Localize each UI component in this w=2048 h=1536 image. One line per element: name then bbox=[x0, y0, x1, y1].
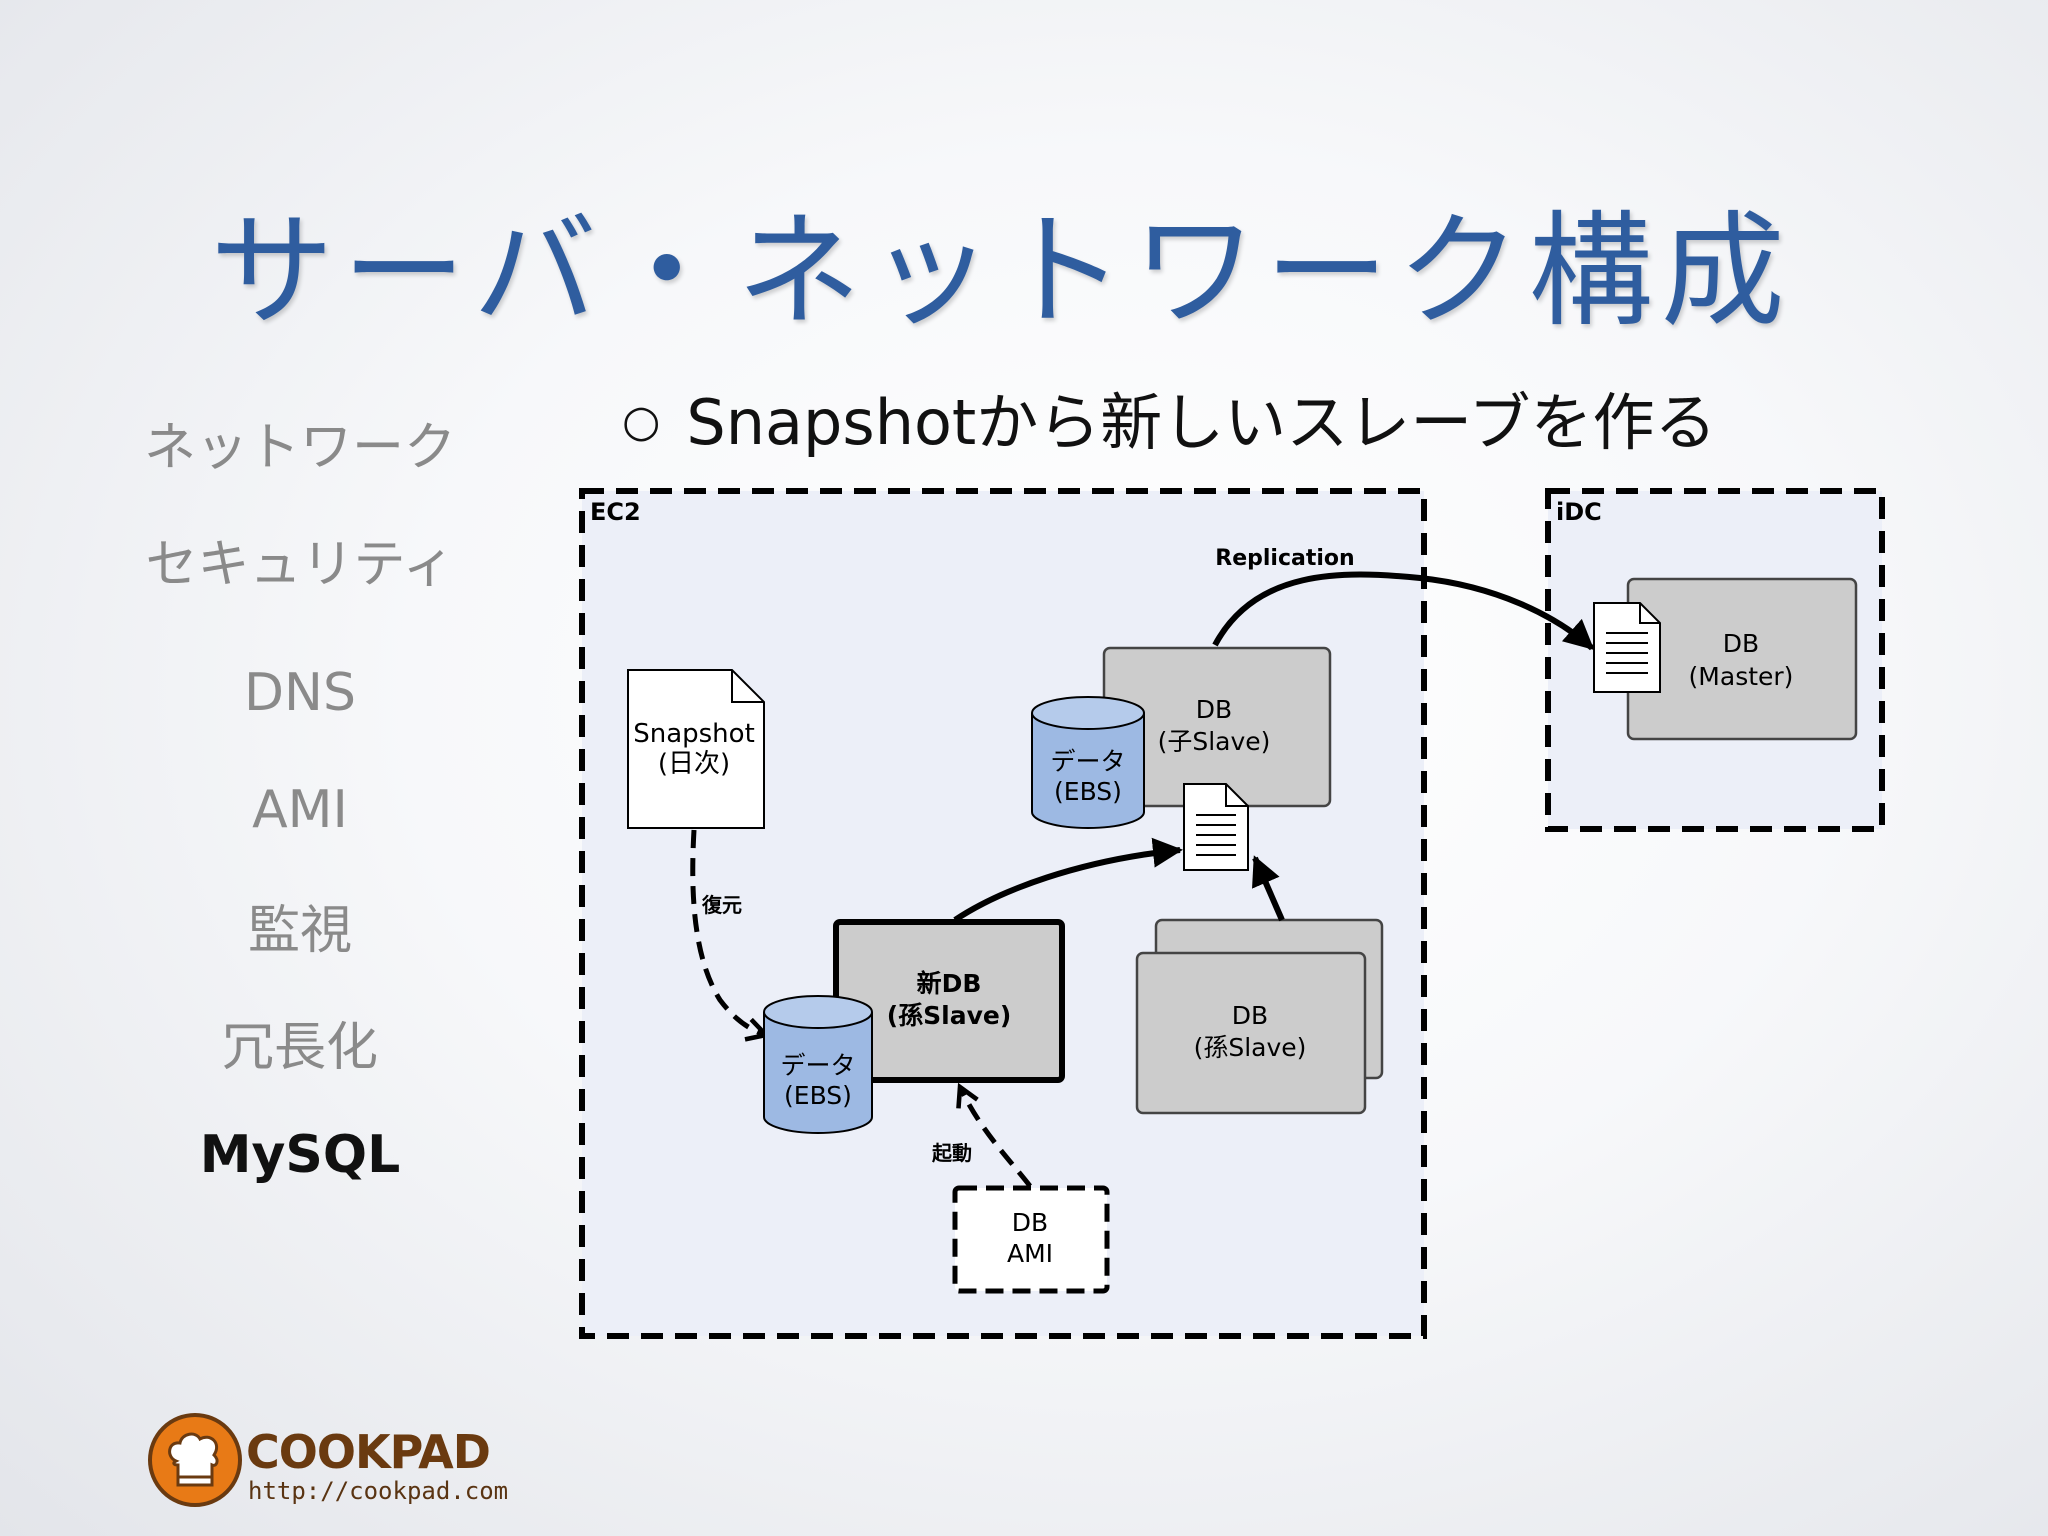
chef-hat-icon bbox=[148, 1413, 242, 1507]
ec2-label: EC2 bbox=[590, 498, 641, 526]
logo-url: http://cookpad.com bbox=[248, 1477, 509, 1505]
bullet-text: Snapshotから新しいスレーブを作る bbox=[686, 386, 1717, 459]
master-db-line1: DB bbox=[1723, 629, 1759, 658]
launch-label: 起動 bbox=[931, 1141, 972, 1165]
snapshot-document-icon bbox=[627, 669, 765, 829]
replication-arrow bbox=[1212, 571, 1595, 651]
new-db-line1: 新DB bbox=[917, 969, 982, 998]
snapshot-line2: (日次) bbox=[658, 749, 730, 779]
child-data-cylinder-icon bbox=[1031, 696, 1145, 829]
new-db-line2: (孫Slave) bbox=[887, 1001, 1012, 1030]
grandchild-slave-line2: (孫Slave) bbox=[1194, 1033, 1307, 1062]
restore-arrow bbox=[690, 829, 766, 1035]
new-db-replication-arrow bbox=[953, 837, 1183, 923]
restore-label: 復元 bbox=[701, 893, 742, 917]
cookpad-logo[interactable]: COOKPAD http://cookpad.com bbox=[148, 1413, 538, 1518]
bullet-point: ○ Snapshotから新しいスレーブを作る bbox=[622, 372, 1717, 462]
child-slave-line2: (子Slave) bbox=[1158, 727, 1271, 756]
nav-item-mysql[interactable]: MySQL bbox=[199, 1125, 401, 1185]
idc-label: iDC bbox=[1556, 498, 1602, 526]
nav-item-dns[interactable]: DNS bbox=[244, 663, 356, 723]
new-data-line1: データ bbox=[780, 1051, 855, 1080]
ami-line1: DB bbox=[1012, 1208, 1048, 1237]
slide-title: サーバ・ネットワーク構成 bbox=[210, 200, 1793, 344]
launch-arrow bbox=[960, 1087, 1032, 1188]
ami-box bbox=[952, 1185, 1110, 1294]
snapshot-line1: Snapshot bbox=[633, 719, 755, 749]
nav-item-network[interactable]: ネットワーク bbox=[143, 418, 456, 478]
nav-item-ami[interactable]: AMI bbox=[252, 780, 348, 840]
grandchild-slave-db-box bbox=[1135, 951, 1367, 1115]
bullet-circle-icon: ○ bbox=[622, 396, 661, 447]
child-log-document-icon bbox=[1183, 783, 1249, 871]
replication-label: Replication bbox=[1215, 546, 1354, 571]
nav-item-monitoring[interactable]: 監視 bbox=[247, 901, 352, 961]
nav-item-redundancy[interactable]: 冗長化 bbox=[221, 1018, 378, 1078]
new-data-cylinder-icon bbox=[763, 995, 873, 1134]
master-db-box bbox=[1626, 577, 1858, 741]
nav-item-security[interactable]: セキュリティ bbox=[145, 535, 455, 595]
logo-name: COOKPAD bbox=[246, 1425, 491, 1479]
child-data-line2: (EBS) bbox=[1054, 777, 1122, 806]
master-db-line2: (Master) bbox=[1689, 662, 1794, 691]
child-data-line1: データ bbox=[1050, 747, 1125, 776]
new-data-line2: (EBS) bbox=[784, 1081, 852, 1110]
ami-line2: AMI bbox=[1007, 1239, 1053, 1268]
master-log-document-icon bbox=[1593, 602, 1661, 693]
grandchild-replication-arrow bbox=[1252, 855, 1285, 922]
child-slave-line1: DB bbox=[1196, 695, 1232, 724]
grandchild-slave-line1: DB bbox=[1232, 1001, 1268, 1030]
